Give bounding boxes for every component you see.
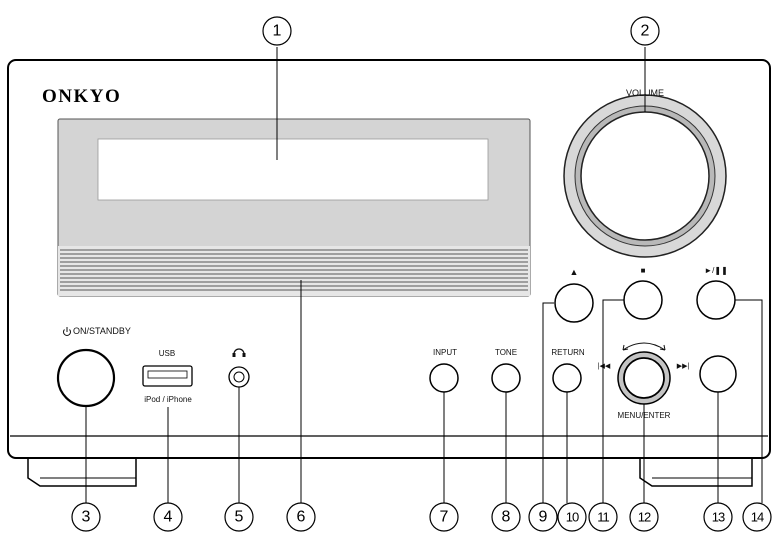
callout-8: 8	[491, 502, 521, 532]
svg-text:11: 11	[597, 510, 609, 525]
tone-button[interactable]	[491, 363, 521, 393]
svg-text:1: 1	[273, 23, 282, 40]
left-foot	[27, 457, 137, 487]
input-button[interactable]	[429, 363, 459, 393]
play-pause-icon: ►/❚❚	[704, 266, 728, 275]
svg-text:13: 13	[712, 510, 725, 525]
headphone-jack[interactable]	[228, 366, 250, 388]
callout-11: 11	[588, 502, 618, 532]
stop-icon: ■	[641, 266, 646, 275]
ipod-iphone-label: iPod / iPhone	[144, 395, 192, 404]
remote-sensor	[699, 355, 737, 393]
callout-7: 7	[429, 502, 459, 532]
power-icon	[63, 327, 71, 336]
svg-text:14: 14	[751, 510, 764, 525]
eject-icon: ▲	[570, 267, 579, 277]
svg-text:5: 5	[235, 509, 244, 526]
right-foot	[639, 457, 753, 487]
usb-label: USB	[159, 349, 175, 358]
volume-knob[interactable]	[563, 94, 727, 258]
callout-13: 13	[703, 502, 733, 532]
svg-text:2: 2	[641, 23, 650, 40]
tone-label: TONE	[495, 348, 517, 357]
callout-5: 5	[224, 502, 254, 532]
return-label: RETURN	[551, 348, 585, 357]
callout-4: 4	[153, 502, 183, 532]
stop-button[interactable]	[623, 280, 663, 320]
headphone-icon	[232, 348, 246, 357]
callout-2: 2	[630, 16, 660, 46]
eject-button[interactable]	[554, 283, 594, 323]
callout-1: 1	[262, 16, 292, 46]
callout-6: 6	[286, 502, 316, 532]
prev-icon: |◀◀	[598, 363, 611, 370]
svg-text:12: 12	[638, 510, 651, 525]
svg-text:8: 8	[502, 509, 511, 526]
brand-logo: ONKYO	[42, 86, 121, 107]
svg-text:9: 9	[539, 509, 548, 526]
svg-text:4: 4	[164, 509, 173, 526]
callout-14: 14	[742, 502, 772, 532]
callout-leaders	[85, 47, 763, 503]
on-standby-button[interactable]	[56, 348, 116, 408]
disc-slot-grille	[58, 246, 530, 296]
jog-arc	[622, 342, 666, 351]
svg-text:6: 6	[297, 509, 306, 526]
return-button[interactable]	[552, 363, 582, 393]
on-standby-label: ON/STANDBY	[73, 326, 131, 336]
svg-text:7: 7	[440, 509, 449, 526]
callout-12: 12	[629, 502, 659, 532]
next-icon: ▶▶|	[677, 363, 690, 370]
svg-text:10: 10	[566, 510, 579, 525]
callout-3: 3	[71, 502, 101, 532]
menu-enter-dial[interactable]	[617, 351, 671, 405]
callout-9: 9	[528, 502, 558, 532]
svg-text:3: 3	[82, 509, 91, 526]
play-pause-button[interactable]	[696, 280, 736, 320]
callout-10: 10	[557, 502, 587, 532]
usb-port[interactable]	[142, 365, 193, 387]
input-label: INPUT	[433, 348, 457, 357]
